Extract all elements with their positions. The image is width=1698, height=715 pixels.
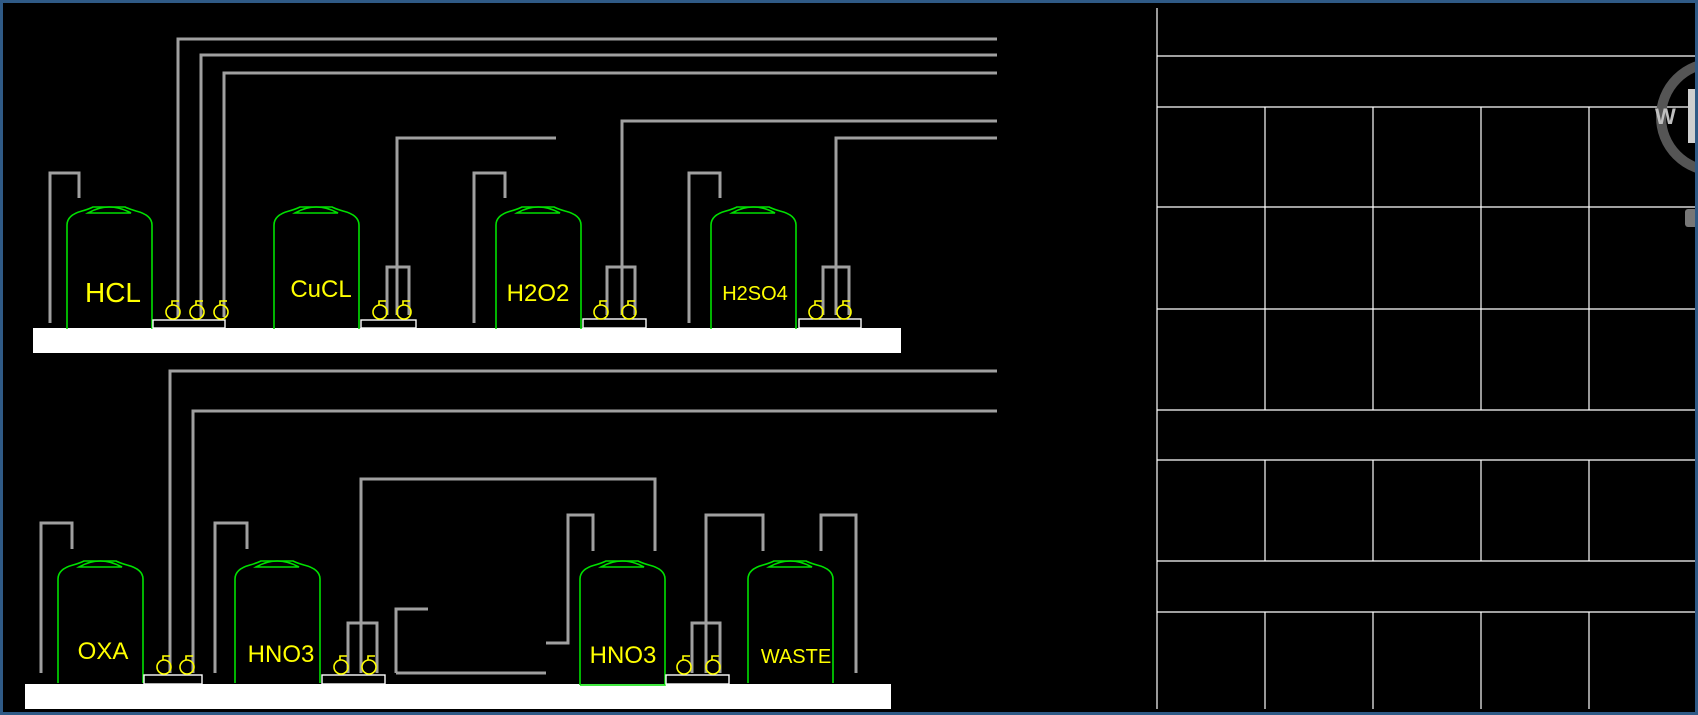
lower-rack: OXA HNO3 HNO3 WASTE (25, 369, 997, 709)
tank-hno3-b[interactable]: HNO3 (579, 560, 666, 686)
upper-feed-pipes (48, 37, 997, 323)
pump-skid-hno3-b[interactable] (665, 655, 730, 685)
tank-lid (765, 560, 813, 568)
schematic-canvas[interactable]: HCL CuCL H2O2 H2SO4 (3, 3, 1695, 712)
tank-label: H2O2 (507, 280, 570, 307)
upper-shelf (33, 328, 901, 353)
pump-icon (676, 655, 692, 675)
pump-icon (333, 655, 349, 675)
tank-oxa[interactable]: OXA (57, 560, 144, 683)
pump-icon (372, 300, 388, 320)
tank-outline (579, 560, 666, 686)
lower-feed-pipes (39, 369, 997, 675)
pump-icon (361, 655, 377, 675)
tank-outline (273, 206, 360, 329)
tank-label: H2SO4 (722, 283, 788, 305)
tank-hcl[interactable]: HCL (66, 206, 153, 329)
compass-ring-icon (1656, 61, 1695, 173)
tank-label: HCL (85, 277, 141, 308)
tank-lid (84, 206, 132, 214)
upper-rack: HCL CuCL H2O2 H2SO4 (33, 37, 997, 353)
pump-skid-h2o2[interactable] (582, 300, 647, 329)
tank-hno3-a[interactable]: HNO3 (234, 560, 321, 683)
lower-shelf (25, 684, 891, 709)
tank-h2so4[interactable]: H2SO4 (710, 206, 797, 329)
tank-lid (75, 560, 123, 568)
tank-outline (495, 206, 582, 329)
tank-label: WASTE (761, 646, 831, 668)
compass-tab-icon (1685, 209, 1695, 227)
tank-waste[interactable]: WASTE (747, 560, 834, 683)
tank-label: HNO3 (590, 642, 657, 669)
pump-skid-hcl[interactable] (152, 300, 229, 329)
compass-cube-icon (1688, 89, 1695, 143)
tank-label: HNO3 (248, 641, 315, 668)
tank-lid (291, 206, 339, 214)
tank-h2o2[interactable]: H2O2 (495, 206, 582, 329)
tank-outline (66, 206, 153, 329)
tank-lid (252, 560, 300, 568)
right-grid-panel (1156, 8, 1695, 709)
compass-letter: W (1655, 104, 1676, 129)
tank-lid (728, 206, 776, 214)
viewcube-compass[interactable]: W (1655, 61, 1695, 227)
pump-skid-h2so4[interactable] (798, 300, 862, 329)
tank-lid (513, 206, 561, 214)
pump-skid-cucl[interactable] (360, 300, 417, 329)
tank-lid (597, 560, 645, 568)
pump-icon (213, 300, 229, 320)
pump-icon (808, 300, 824, 320)
tank-label: OXA (78, 638, 129, 665)
pump-skid-oxa[interactable] (143, 655, 203, 685)
pump-skid-hno3-a[interactable] (321, 655, 386, 685)
pump-icon (705, 655, 721, 675)
tank-outline (710, 206, 797, 329)
tank-cucl[interactable]: CuCL (273, 206, 360, 329)
tank-label: CuCL (290, 276, 351, 303)
